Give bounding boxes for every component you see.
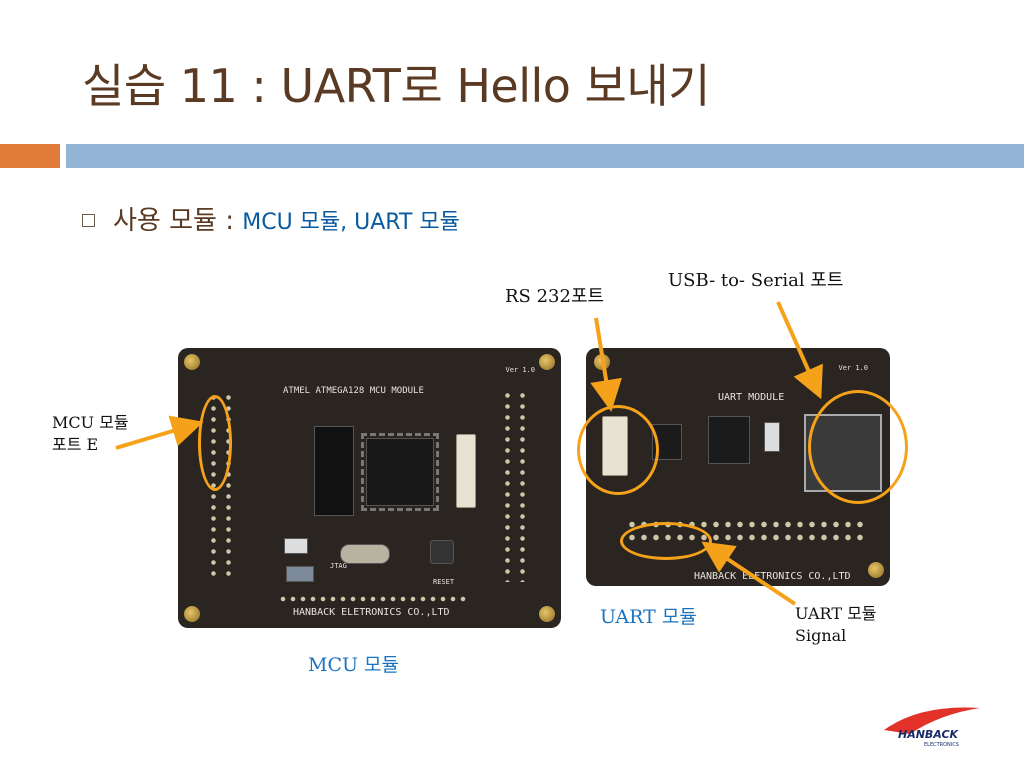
screw-icon bbox=[184, 354, 200, 370]
mcu-module-caption: MCU 모듈 bbox=[308, 654, 400, 676]
mcu-small-chip bbox=[286, 566, 314, 582]
screw-icon bbox=[184, 606, 200, 622]
uart-board-title: UART MODULE bbox=[718, 392, 785, 403]
uart-board-footer: HANBACK ELETRONICS CO.,LTD bbox=[694, 571, 851, 582]
screw-icon bbox=[539, 606, 555, 622]
mcu-board-footer: HANBACK ELETRONICS CO.,LTD bbox=[293, 607, 450, 618]
mcu-port-e-label: MCU 모듈 포트 E bbox=[52, 412, 129, 456]
mcu-reset-button bbox=[430, 540, 454, 564]
hanback-logo-swoosh bbox=[884, 707, 980, 734]
uart-converter-chip bbox=[708, 416, 750, 464]
mcu-port-e-label-line2: 포트 E bbox=[52, 435, 99, 454]
mcu-port-e-arrow bbox=[115, 415, 204, 450]
mcu-board-title: ATMEL ATMEGA128 MCU MODULE bbox=[283, 386, 424, 396]
uart-module-caption: UART 모듈 bbox=[600, 606, 697, 628]
uart-led-group bbox=[764, 422, 780, 452]
uart-signal-highlight-ring bbox=[620, 522, 712, 560]
uart-board-version: Ver 1.0 bbox=[838, 364, 868, 372]
rs232-port-label: RS 232포트 bbox=[505, 286, 605, 307]
mcu-module-board-image: ATMEL ATMEGA128 MCU MODULE Ver 1.0 HANBA… bbox=[178, 348, 561, 628]
mcu-dip-switch bbox=[284, 538, 308, 554]
uart-signal-label: UART 모듈 Signal bbox=[795, 603, 877, 647]
usb-port-highlight-ring bbox=[808, 390, 908, 504]
mcu-board-version: Ver 1.0 bbox=[505, 366, 535, 374]
screw-icon bbox=[868, 562, 884, 578]
mcu-crystal bbox=[340, 544, 390, 564]
mcu-chip bbox=[361, 433, 439, 511]
mcu-port-e-label-line1: MCU 모듈 bbox=[52, 413, 129, 432]
usb-arrow bbox=[776, 301, 823, 400]
hanback-logo-sub: ELECTRONICS bbox=[924, 742, 959, 748]
usb-serial-port-label: USB- to- Serial 포트 bbox=[668, 270, 844, 291]
mcu-right-pin-header bbox=[500, 390, 530, 582]
uart-signal-label-line1: UART 모듈 bbox=[795, 604, 877, 623]
mcu-bottom-pin-row bbox=[278, 594, 468, 604]
bullet-text: 사용 모듈 : MCU 모듈, UART 모듈 bbox=[113, 200, 460, 237]
bullet-square-icon bbox=[82, 214, 95, 227]
screw-icon bbox=[539, 354, 555, 370]
uart-signal-arrow bbox=[701, 541, 797, 606]
rs232-arrow bbox=[590, 317, 622, 412]
header-accent-bar-orange bbox=[0, 144, 60, 168]
mcu-board-jtag-label: JTAG bbox=[330, 562, 347, 570]
slide-title: 실습 11 : UART로 Hello 보내기 bbox=[82, 59, 711, 113]
header-accent-bar-blue bbox=[66, 144, 1024, 168]
mcu-board-reset-label: RESET bbox=[433, 578, 455, 586]
hanback-logo-brand: HANBACK bbox=[898, 728, 960, 741]
bullet-label: 사용 모듈 : bbox=[113, 206, 243, 236]
mcu-isp-connector bbox=[456, 434, 476, 508]
uart-signal-label-line2: Signal bbox=[795, 626, 847, 645]
mcu-jtag-connector bbox=[314, 426, 354, 516]
hanback-logo: HANBACK ELECTRONICS bbox=[884, 707, 980, 748]
bullet-value: MCU 모듈, UART 모듈 bbox=[242, 210, 460, 235]
